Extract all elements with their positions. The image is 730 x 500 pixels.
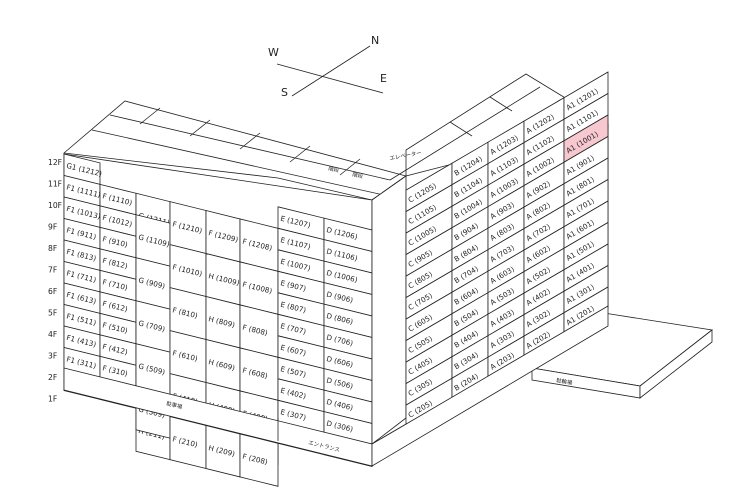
parking-left-label: 駐車場 xyxy=(166,399,184,411)
floor-label: 6F xyxy=(48,287,57,296)
floor-label: 3F xyxy=(48,352,57,361)
roof-line-2 xyxy=(109,114,391,181)
roof-divider-6 xyxy=(449,121,473,137)
compass-rose: W N E S xyxy=(268,34,387,99)
east-corner-face xyxy=(371,175,407,445)
floor-label: 1F xyxy=(48,395,57,404)
base: 駐車場 エントランス xyxy=(63,305,609,467)
compass-east-label: E xyxy=(380,72,387,85)
roof-divider-1 xyxy=(139,107,161,125)
floor-labels: 12F 11F 10F 9F 8F 7F 6F 5F 4F 3F 2F 1F xyxy=(48,158,62,404)
roof-divider-7 xyxy=(489,96,513,112)
stairs-label-2: 階段 xyxy=(352,170,365,180)
compass-sn-line xyxy=(291,45,371,97)
roof-divider-3 xyxy=(239,132,261,150)
floor-label: 2F xyxy=(48,373,57,382)
stairs-label: 階段 xyxy=(328,164,341,174)
west-facade: G1 (1212)F1 (1111)F1 (1013)F1 (911)F1 (8… xyxy=(63,153,373,487)
unit-cell xyxy=(239,433,279,487)
compass-south-label: S xyxy=(281,86,288,99)
floor-label: 12F xyxy=(48,158,62,167)
roof-divider-2 xyxy=(189,119,211,137)
floor-label: 7F xyxy=(48,266,57,275)
floor-label: 5F xyxy=(48,309,57,318)
roof: 階段 階段 エレベーター xyxy=(63,73,609,201)
parking-right-label: 駐輪場 xyxy=(556,376,574,387)
floor-label: 11F xyxy=(48,180,62,189)
parking-right-side xyxy=(639,329,713,399)
base-east xyxy=(371,305,609,467)
compass-we-line xyxy=(276,63,384,94)
floor-label: 8F xyxy=(48,244,57,253)
parking-right-slab: 駐輪場 xyxy=(531,312,713,399)
compass-west-label: W xyxy=(268,46,279,59)
roof-line-3 xyxy=(389,86,541,181)
floor-label: 4F xyxy=(48,330,57,339)
floor-label: 9F xyxy=(48,223,57,232)
compass-north-label: N xyxy=(371,34,379,47)
roof-divider-5 xyxy=(339,158,361,176)
roof-divider-4 xyxy=(289,145,311,163)
floor-label: 10F xyxy=(48,201,62,210)
roof-line-1 xyxy=(91,129,407,201)
east-facade: C (1205)C (1105)C (1005)C (905)C (805)C … xyxy=(371,71,609,445)
